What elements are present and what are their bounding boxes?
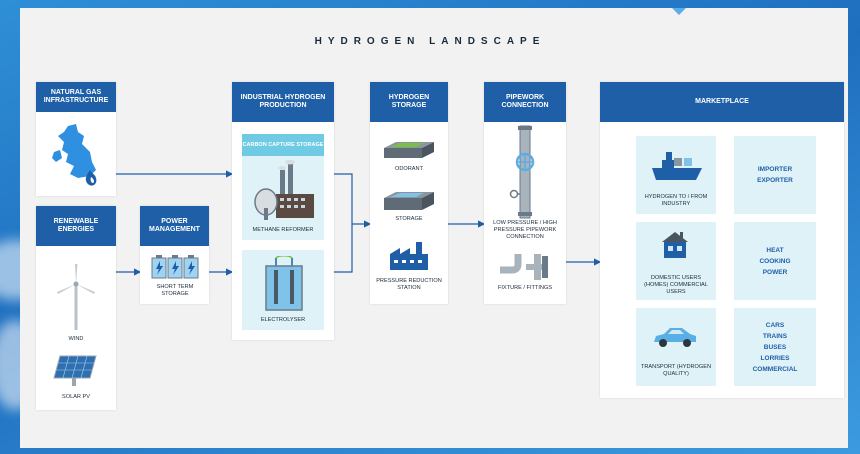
- transport-panel: [636, 308, 716, 386]
- pipework-pressure-label: LOW PRESSURE / HIGH PRESSURE PIPEWORK CO…: [493, 220, 557, 240]
- output-cars: CARS: [765, 321, 785, 329]
- domestic-label: DOMESTIC USERS (HOMES) COMMERCIAL USERS: [644, 275, 708, 295]
- factory-reformer-icon: [252, 159, 316, 225]
- pipe-valve-icon: [506, 124, 542, 225]
- fixture-fittings-label: FIXTURE / FITTINGS: [497, 285, 553, 291]
- output-buses: BUSES: [763, 343, 787, 351]
- pressure-station-icon: [388, 240, 430, 277]
- industrial-header: INDUSTRIAL HYDROGEN PRODUCTION: [232, 82, 334, 122]
- solar-panel-icon: [52, 352, 100, 393]
- electrolyser-icon: [264, 255, 304, 319]
- output-cooking: COOKING: [759, 257, 791, 265]
- transport-label: TRANSPORT (HYDROGEN QUALITY): [640, 364, 712, 377]
- solar-label: SOLAR PV: [62, 394, 90, 400]
- output-commercial: COMMERCIAL: [752, 365, 798, 373]
- importer-exporter-output: IMPORTER EXPORTER: [734, 136, 816, 214]
- natural-gas-header: NATURAL GAS INFRASTRUCTURE: [36, 82, 116, 112]
- carbon-capture-header: CARBON CAPTURE STORAGE: [242, 134, 324, 156]
- battery-storage-icon: [150, 254, 200, 285]
- uk-map-flame-icon: [50, 122, 102, 193]
- pipework-header: PIPEWORK CONNECTION: [484, 82, 566, 122]
- odorant-tank-icon: [382, 140, 436, 165]
- output-trains: TRAINS: [762, 332, 788, 340]
- electrolyser-label: ELECTROLYSER: [260, 317, 306, 323]
- storage-tank-icon: [382, 190, 436, 217]
- industry-label: HYDROGEN TO / FROM INDUSTRY: [644, 194, 708, 207]
- pressure-reduction-label: PRESSURE REDUCTION STATION: [376, 278, 442, 291]
- heat-cooking-power-output: HEAT COOKING POWER: [734, 222, 816, 300]
- pipe-fitting-icon: [498, 252, 552, 287]
- output-importer: IMPORTER: [757, 166, 793, 173]
- methane-reformer-label: METHANE REFORMER: [252, 227, 314, 233]
- diagram-title: HYDROGEN LANDSCAPE: [314, 36, 546, 47]
- short-term-storage-label: SHORT TERM STORAGE: [156, 284, 194, 297]
- renewable-header: RENEWABLE ENERGIES: [36, 206, 116, 246]
- ship-icon: [650, 148, 704, 187]
- transport-output: CARS TRAINS BUSES LORRIES COMMERCIAL: [734, 308, 816, 386]
- wind-label: WIND: [68, 336, 84, 342]
- output-exporter: EXPORTER: [757, 177, 793, 184]
- panel-notch: [672, 8, 686, 15]
- power-management-header: POWER MANAGEMENT: [140, 206, 209, 246]
- wind-turbine-icon: [52, 262, 100, 335]
- hydrogen-storage-header: HYDROGEN STORAGE: [370, 82, 448, 122]
- car-icon: [650, 326, 698, 355]
- output-lorries: LORRIES: [760, 354, 790, 362]
- storage-label: STORAGE: [395, 216, 423, 222]
- house-icon: [660, 228, 690, 265]
- output-power: POWER: [762, 268, 788, 276]
- odorant-label: ODORANT: [395, 166, 423, 172]
- output-heat: HEAT: [766, 246, 784, 254]
- marketplace-header: MARKETPLACE: [600, 82, 844, 122]
- industrial-bracket: [326, 173, 353, 273]
